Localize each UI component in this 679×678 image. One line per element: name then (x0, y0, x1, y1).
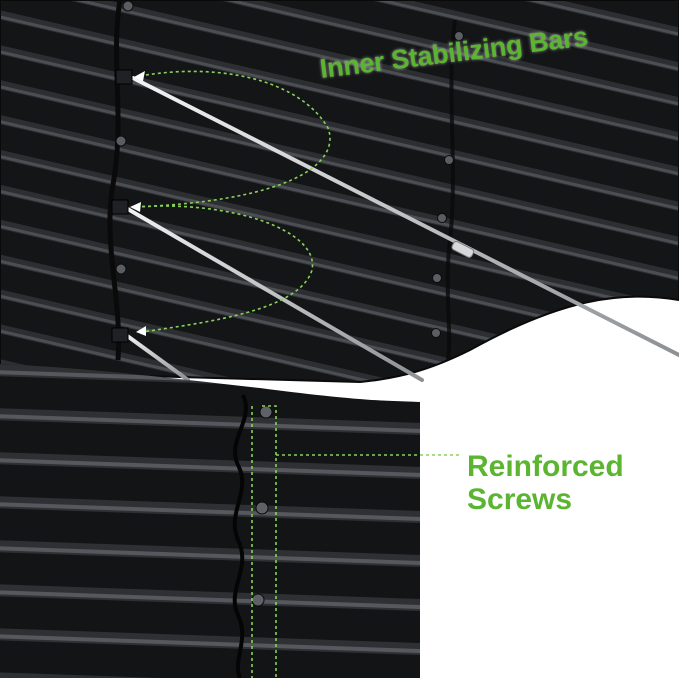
label-screws-line2: Screws (467, 483, 573, 516)
screw-icon (259, 405, 273, 419)
screw-icon (432, 273, 442, 283)
stabilizing-bar-icon (124, 333, 190, 382)
screw-icon (115, 263, 127, 275)
stabilizing-bars (111, 69, 679, 382)
screw-icon (431, 328, 441, 338)
label-screws-line1: Reinforced (467, 450, 624, 483)
screw-icon (251, 593, 265, 607)
back-screws (115, 0, 464, 338)
stabilizing-bar-icon (124, 206, 424, 382)
stabilizing-bar-icon (131, 76, 679, 357)
callout-guides (135, 70, 462, 678)
screw-icon (255, 501, 269, 515)
label-reinforced-screws: Reinforced Screws (467, 450, 624, 516)
screw-icon (454, 31, 464, 41)
screw-icon (115, 135, 127, 147)
screw-icon (437, 213, 447, 223)
callout-arrowheads (130, 71, 146, 336)
screw-icon (444, 155, 454, 165)
screw-icon (122, 0, 134, 12)
front-panel (0, 364, 420, 678)
